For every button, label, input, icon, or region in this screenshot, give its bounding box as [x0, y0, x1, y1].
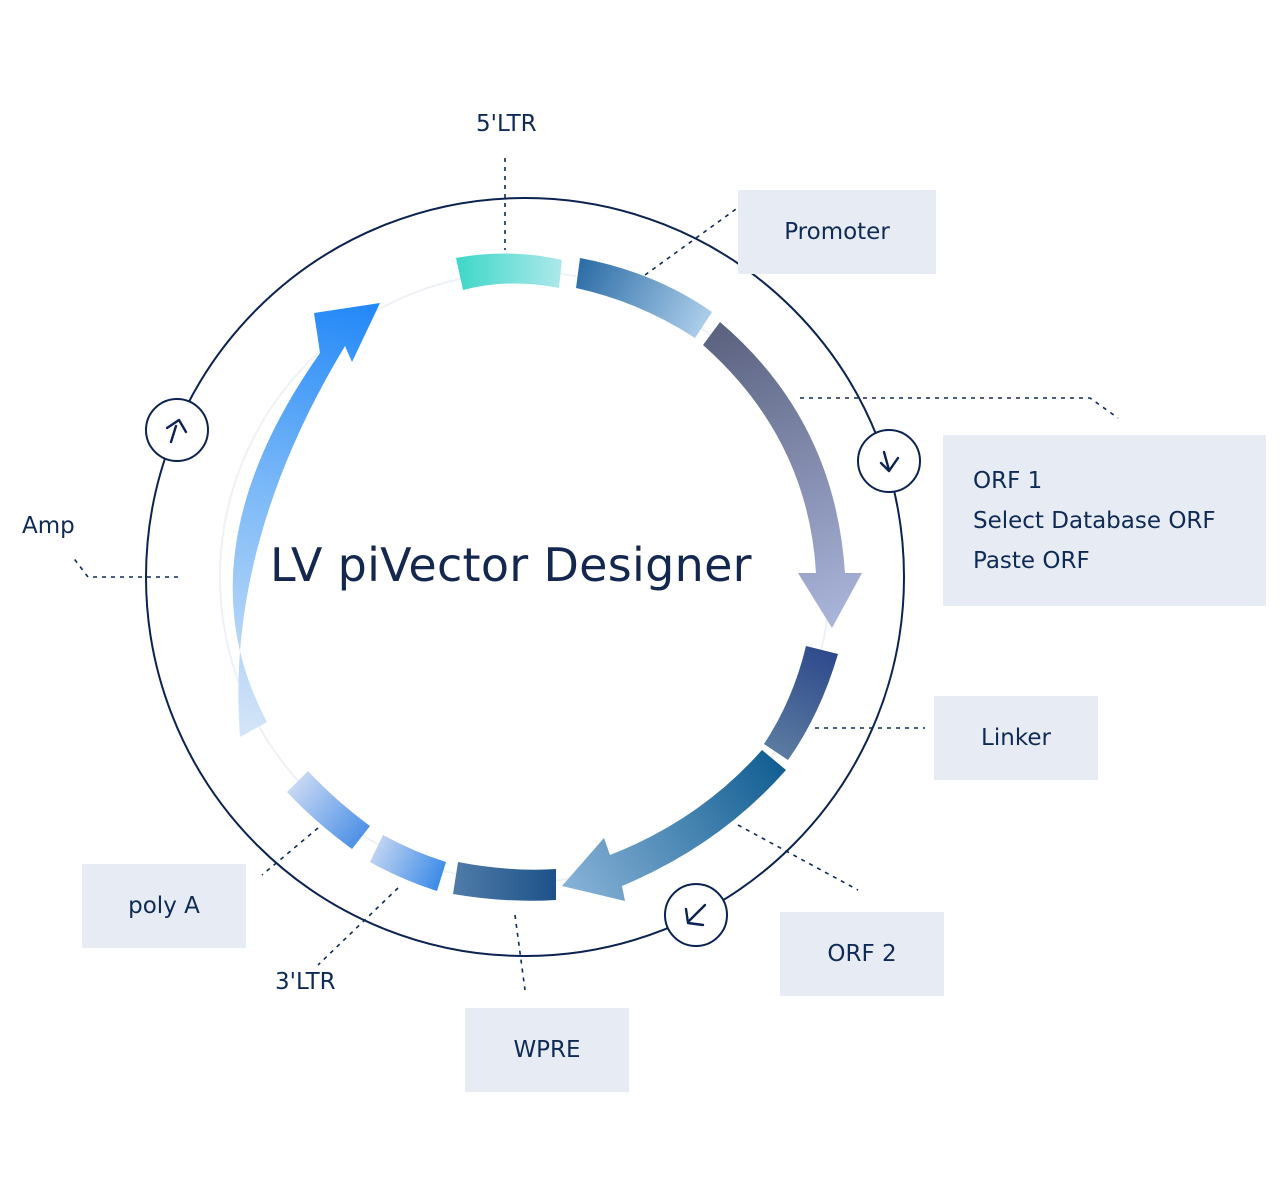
leader-orf2 [737, 824, 859, 891]
direction-marker-amp[interactable] [145, 398, 209, 462]
label-3ltr[interactable]: 3'LTR [275, 969, 336, 995]
arrow-down-left-icon [684, 903, 707, 927]
segment-5ltr[interactable] [456, 253, 562, 290]
polya-box[interactable]: poly A [82, 864, 246, 948]
direction-marker-orf2[interactable] [664, 883, 728, 947]
linker-label: Linker [981, 725, 1051, 751]
leader-amp [71, 555, 178, 578]
segment-3ltr[interactable] [370, 835, 446, 891]
segment-polya[interactable] [287, 771, 370, 849]
leader-lines [71, 158, 1119, 991]
segment-orf1[interactable] [703, 322, 862, 628]
label-5ltr[interactable]: 5'LTR [476, 111, 537, 137]
segment-wpre[interactable] [453, 862, 556, 901]
orf2-box[interactable]: ORF 2 [780, 912, 944, 996]
promoter-label: Promoter [784, 219, 890, 245]
leader-ltr3 [317, 887, 399, 966]
leader-orf1 [800, 397, 1119, 419]
leader-promoter [644, 203, 744, 276]
orf1-box[interactable]: ORF 1 Select Database ORF Paste ORF [943, 435, 1266, 606]
orf1-label: ORF 1 [973, 467, 1043, 494]
arrow-up-icon [165, 418, 188, 444]
orf1-option-paste[interactable]: Paste ORF [973, 547, 1090, 574]
arrow-down-icon [879, 450, 900, 473]
wpre-box[interactable]: WPRE [465, 1008, 629, 1092]
segment-amp[interactable] [232, 303, 380, 737]
wpre-label: WPRE [513, 1037, 581, 1063]
segment-promoter[interactable] [576, 258, 712, 338]
leader-wpre [514, 914, 526, 991]
polya-label: poly A [128, 893, 200, 919]
orf1-option-select-database[interactable]: Select Database ORF [973, 507, 1216, 534]
promoter-box[interactable]: Promoter [738, 190, 936, 274]
leader-polya [261, 827, 319, 876]
diagram-title: LV piVector Designer [270, 538, 752, 592]
segment-orf2[interactable] [562, 750, 786, 901]
orf2-label: ORF 2 [827, 941, 897, 967]
linker-box[interactable]: Linker [934, 696, 1098, 780]
vector-outer-ring [145, 197, 905, 957]
label-amp[interactable]: Amp [22, 513, 75, 539]
direction-marker-orf1[interactable] [857, 429, 921, 493]
segment-linker[interactable] [764, 646, 838, 760]
